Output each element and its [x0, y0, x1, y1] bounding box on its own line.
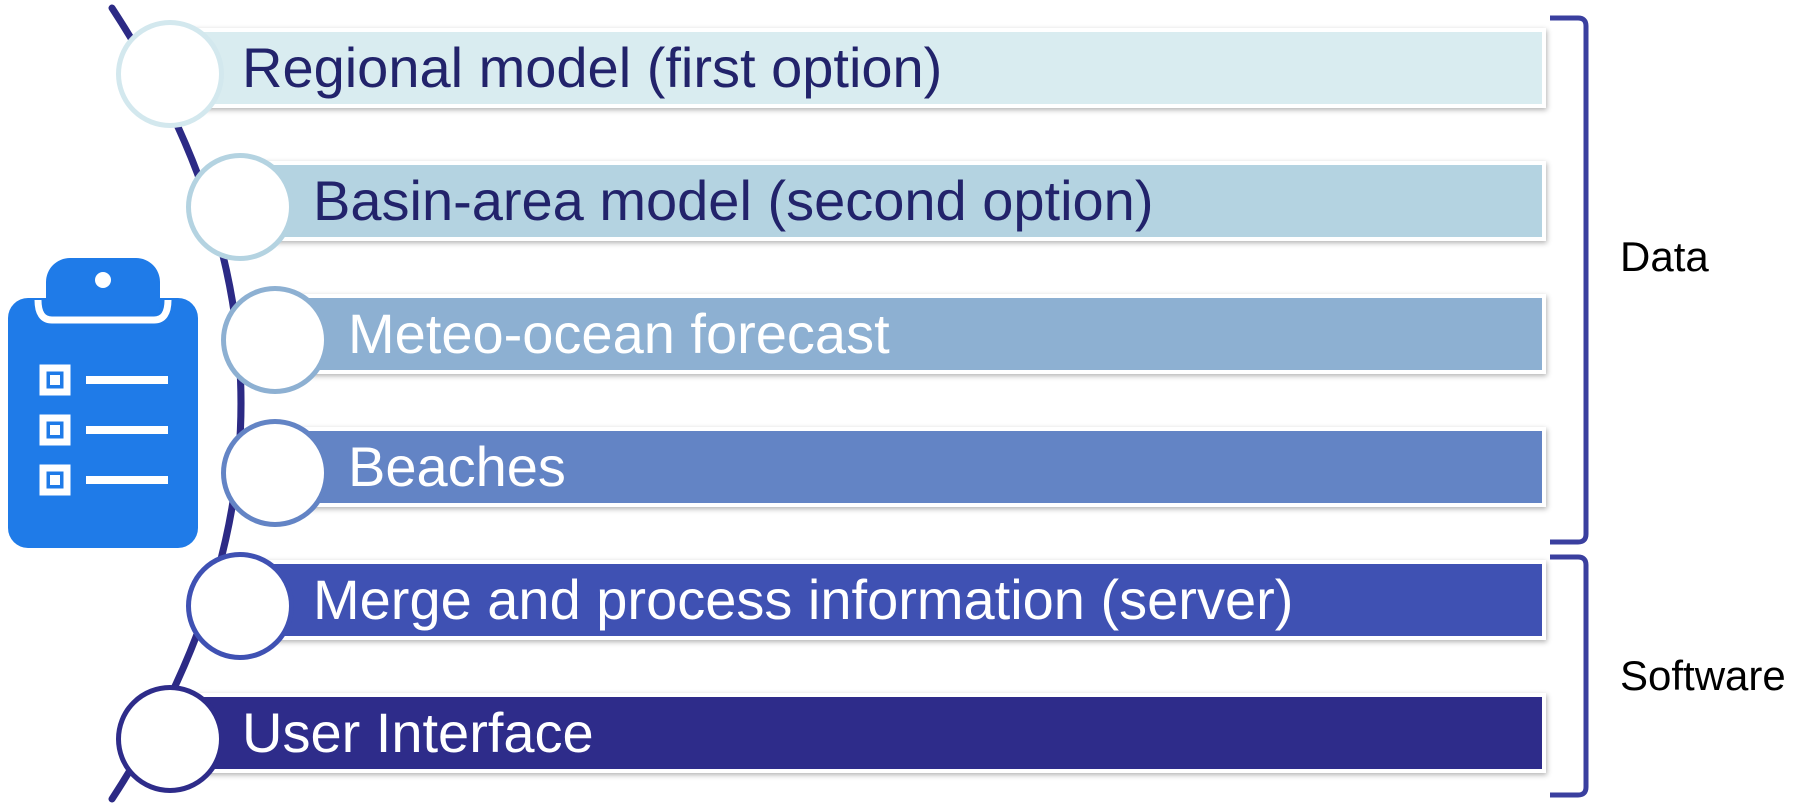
step-label: Beaches: [348, 435, 566, 498]
step-bar-meteo-ocean-forecast: Meteo-ocean forecast: [270, 294, 1546, 374]
step-node-2: [186, 153, 294, 261]
step-node-6: [116, 685, 224, 793]
step-bar-regional-model: Regional model (first option): [172, 28, 1546, 108]
step-bar-user-interface: User Interface: [172, 693, 1546, 773]
group-label-data: Data: [1620, 233, 1709, 280]
step-node-1: [116, 20, 224, 128]
step-node-5: [186, 552, 294, 660]
step-node-3: [221, 286, 329, 394]
group-label-software: Software: [1620, 652, 1786, 699]
clipboard-checklist-icon: [8, 258, 198, 548]
step-node-4: [221, 419, 329, 527]
step-label: Merge and process information (server): [313, 568, 1294, 631]
step-bar-beaches: Beaches: [270, 427, 1546, 507]
step-label: Regional model (first option): [242, 36, 943, 99]
step-label: Basin-area model (second option): [313, 169, 1154, 232]
step-label: User Interface: [242, 701, 594, 764]
step-bar-basin-area-model: Basin-area model (second option): [235, 161, 1546, 241]
step-label: Meteo-ocean forecast: [348, 302, 890, 365]
software-group-bracket: [1550, 554, 1589, 798]
step-bar-merge-and-process: Merge and process information (server): [235, 560, 1546, 640]
data-group-bracket: [1550, 15, 1589, 545]
